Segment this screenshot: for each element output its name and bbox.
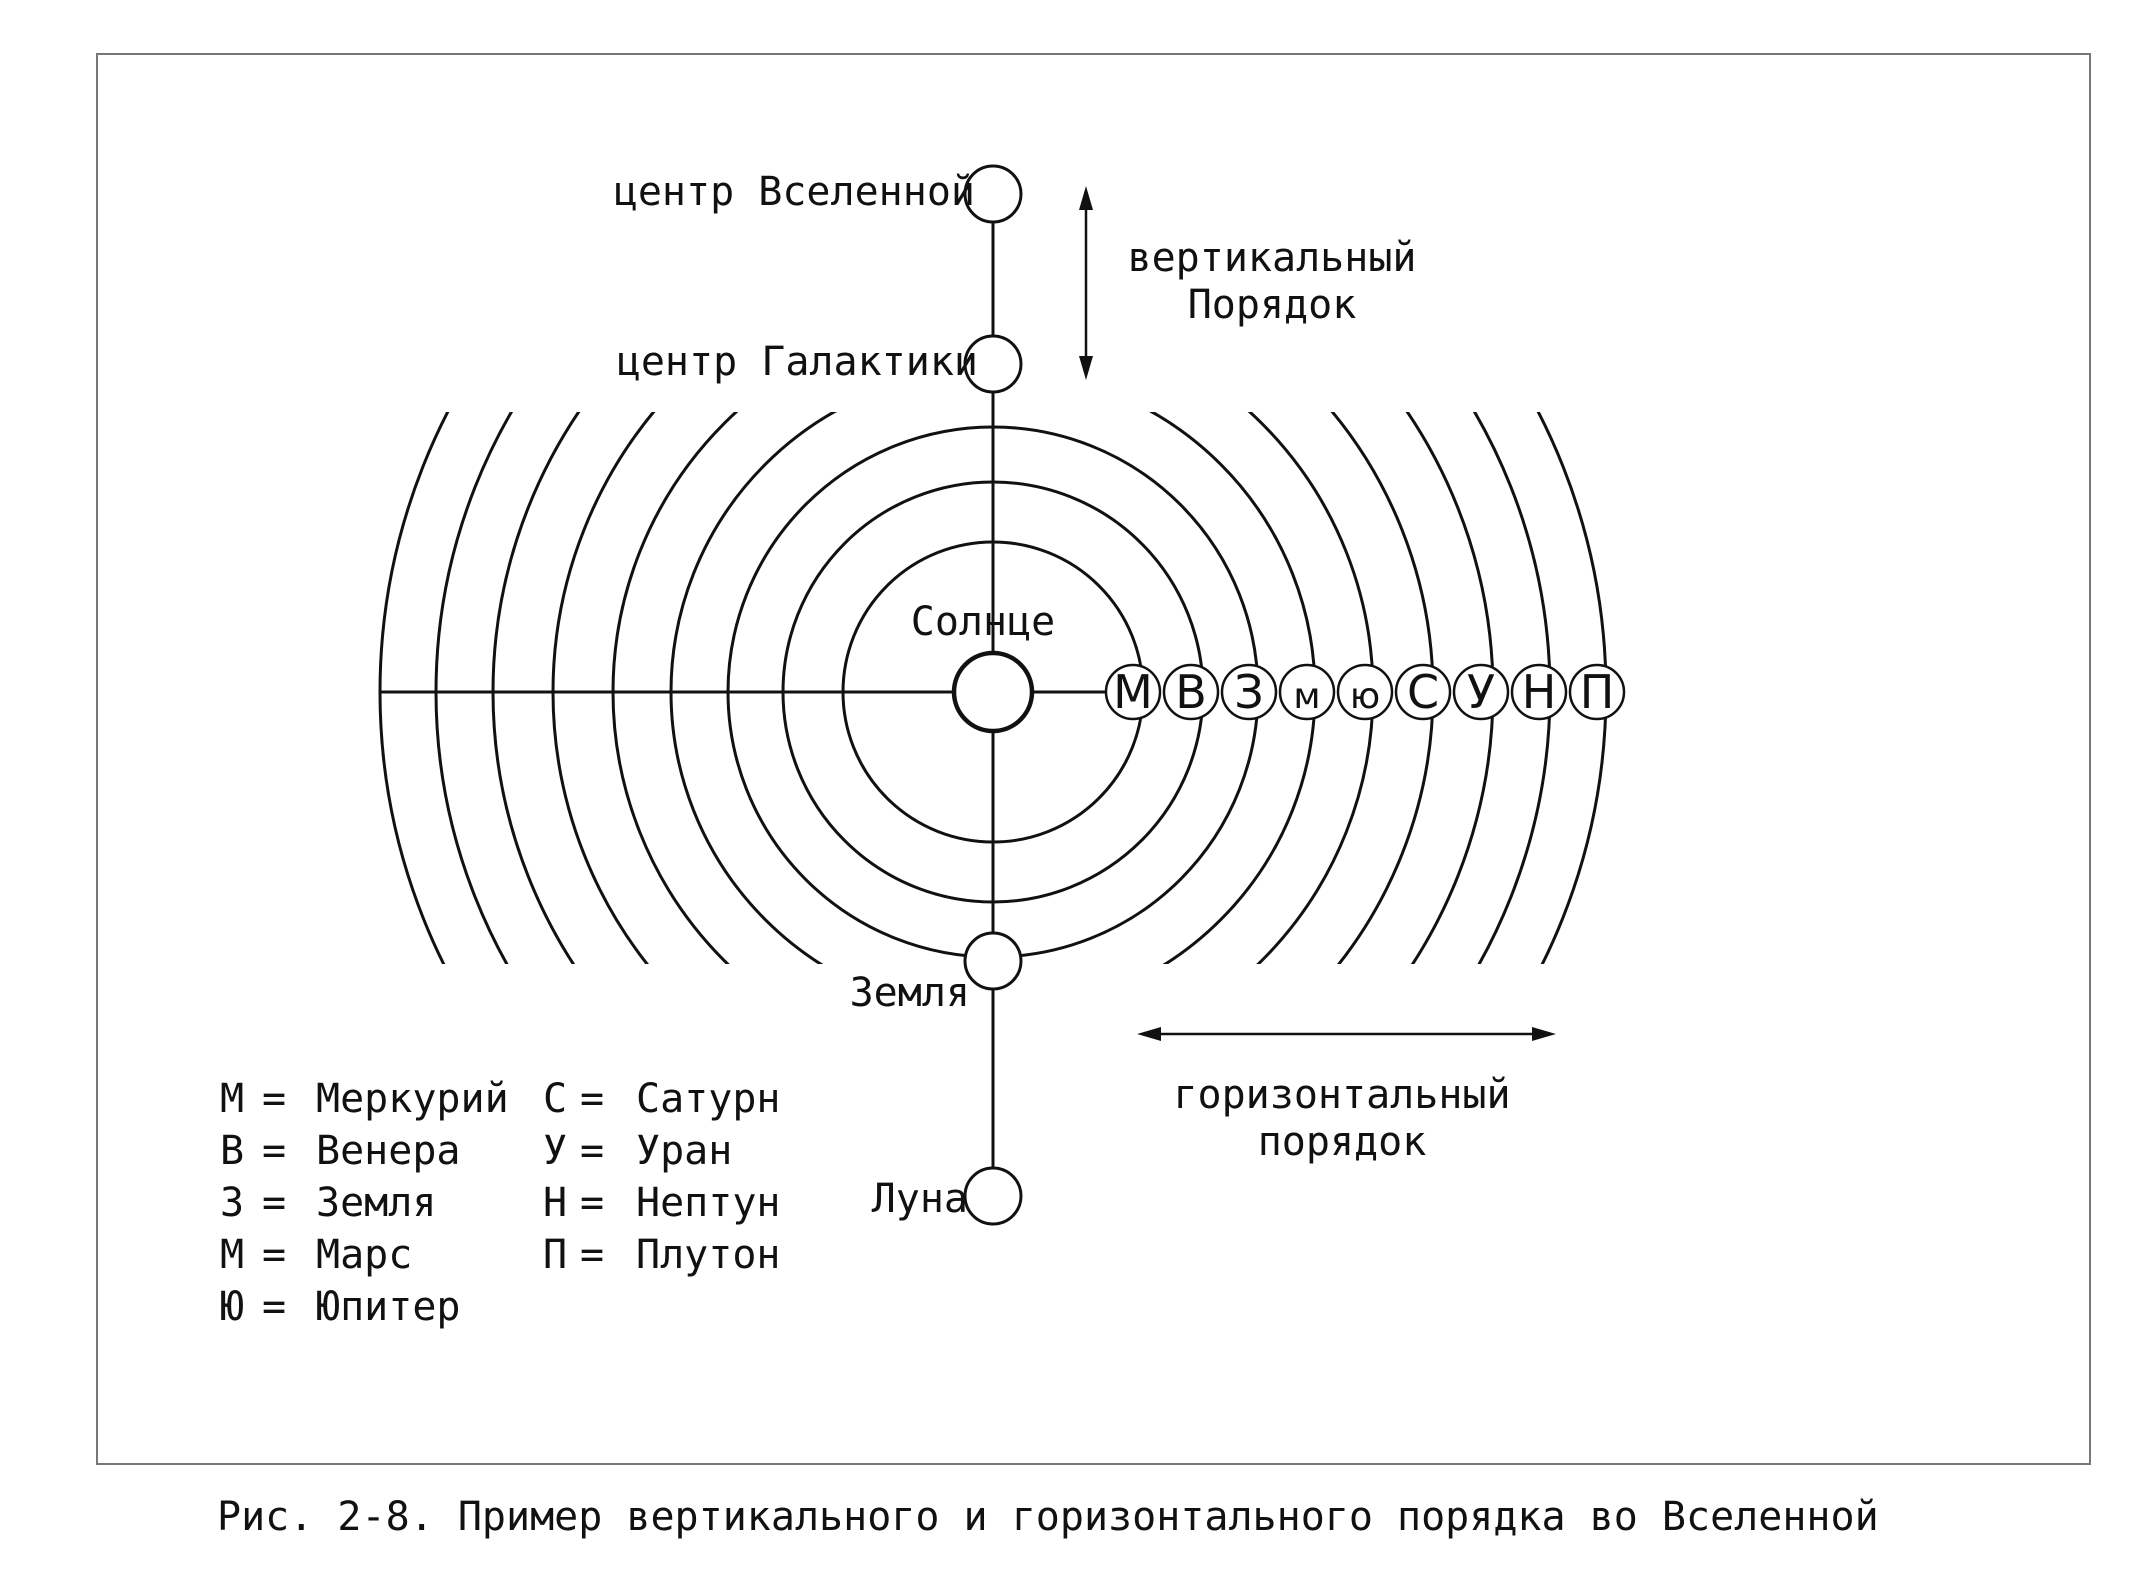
legend-letter-left: В: [220, 1128, 244, 1174]
legend-letter-right: П: [543, 1232, 567, 1278]
sun-label: Солнце: [911, 599, 1056, 645]
vertical-order-arrow: [1079, 186, 1093, 380]
legend-letter-left: Ю: [220, 1284, 244, 1330]
legend-planet-name-left: Юпитер: [316, 1284, 461, 1330]
legend-planet-name-left: Меркурий: [316, 1076, 509, 1122]
planet-circle: [1220, 663, 1278, 721]
earth-label: Земля: [850, 970, 970, 1016]
vertical-order-label-2: Порядок: [1188, 282, 1357, 328]
earth-node: [963, 931, 1023, 991]
planet-letter: З: [1234, 665, 1264, 719]
planet-circle: [1394, 663, 1452, 721]
planet-letter: ю: [1350, 676, 1380, 717]
planet-letter: м: [1293, 676, 1320, 717]
moon-node: [963, 1166, 1023, 1226]
planet-circle: [1452, 663, 1510, 721]
legend-equals-left: =: [262, 1284, 286, 1330]
legend-letter-right: Н: [543, 1180, 567, 1226]
legend-equals-left: =: [262, 1076, 286, 1122]
legend-equals-left: =: [262, 1180, 286, 1226]
legend-planet-name-left: Земля: [316, 1180, 436, 1226]
planet-letter: Н: [1522, 665, 1557, 719]
legend-planet-name-left: Венера: [316, 1128, 461, 1174]
legend-letter-left: З: [220, 1180, 244, 1226]
legend-planet-name-right: Плутон: [636, 1232, 781, 1278]
planet-circle: [1568, 663, 1626, 721]
legend-equals-left: =: [262, 1128, 286, 1174]
figure-frame: [96, 53, 2091, 1465]
planet-circle: [1162, 663, 1220, 721]
universe-center-label: центр Вселенной: [614, 169, 975, 215]
legend-letter-right: С: [543, 1076, 567, 1122]
galaxy-center-node: [963, 334, 1023, 394]
legend-planet-name-left: Марс: [316, 1232, 412, 1278]
legend-planet-name-right: Нептун: [636, 1180, 781, 1226]
vertical-order-label-1: вертикальный: [1128, 235, 1417, 281]
horizontal-order-label-1: горизонтальный: [1173, 1072, 1510, 1118]
legend-letter-left: М: [220, 1232, 244, 1278]
planet-circle: [1510, 663, 1568, 721]
universe-center-node: [963, 164, 1023, 224]
galaxy-center-label: центр Галактики: [617, 339, 978, 385]
legend-equals-right: =: [580, 1128, 604, 1174]
legend-equals-right: =: [580, 1076, 604, 1122]
legend-letter-left: М: [220, 1076, 244, 1122]
legend-equals-right: =: [580, 1180, 604, 1226]
horizontal-order-arrow: [1137, 1027, 1556, 1041]
legend-planet-name-right: Сатурн: [636, 1076, 781, 1122]
horizontal-order-label-2: порядок: [1258, 1119, 1427, 1165]
figure-caption: Рис. 2-8. Пример вертикального и горизон…: [217, 1494, 1879, 1540]
planet-circle: [1278, 663, 1336, 721]
planet-letter: В: [1175, 665, 1207, 719]
legend-letter-right: У: [543, 1128, 567, 1174]
legend-equals-right: =: [580, 1232, 604, 1278]
planet-letter: С: [1407, 665, 1439, 719]
planet-letter: У: [1467, 665, 1495, 719]
legend-planet-name-right: Уран: [636, 1128, 732, 1174]
planet-letter: П: [1580, 665, 1615, 719]
planet-legend: М=МеркурийВ=ВенераЗ=ЗемляМ=МарсЮ=ЮпитерС…: [220, 1076, 781, 1330]
planet-letter: М: [1113, 665, 1153, 719]
planet-circle: [1104, 663, 1162, 721]
sun-node: [951, 650, 1035, 734]
legend-equals-left: =: [262, 1232, 286, 1278]
moon-label: Луна: [872, 1176, 968, 1222]
planet-circle: [1336, 663, 1394, 721]
